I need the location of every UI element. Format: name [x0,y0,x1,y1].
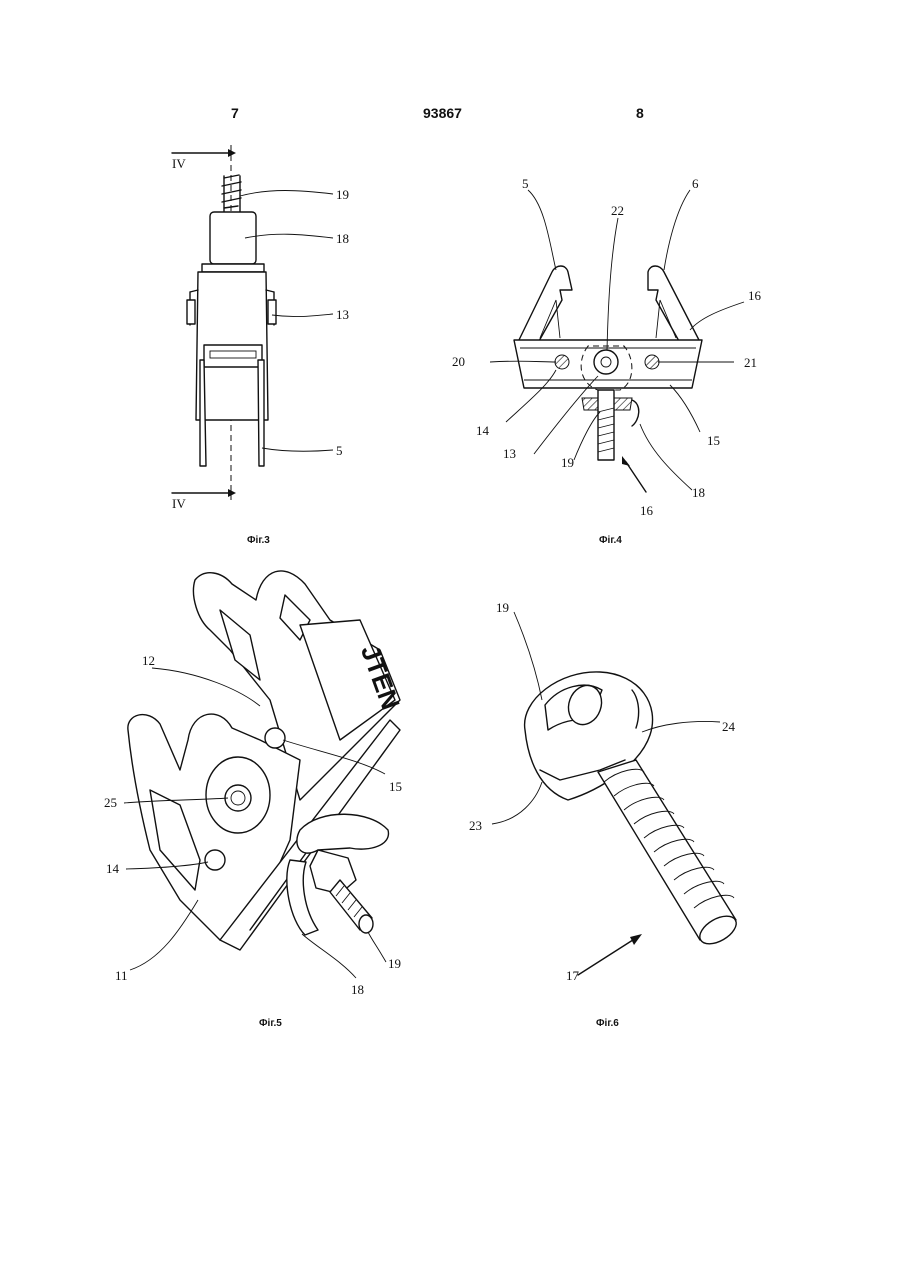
fig6-label-24: 24 [722,719,736,734]
fig4-label-16-top: 16 [748,288,762,303]
fig4-label-6: 6 [692,176,699,191]
section-mark-top: IV [172,156,186,171]
fig5-label-19: 19 [388,956,401,971]
fig4-label-19: 19 [561,455,574,470]
fig6-label-19: 19 [496,600,509,615]
fig3-label-19: 19 [336,187,349,202]
caption-fig4: Фіг.4 [599,535,622,546]
fig4-label-20: 20 [452,354,465,369]
figure-4-section-view: 5 6 22 16 20 21 14 15 13 19 18 16 [452,176,762,518]
fig4-label-15: 15 [707,433,720,448]
fig4-label-22: 22 [611,203,624,218]
caption-fig6: Фіг.6 [596,1018,619,1029]
fig5-label-11: 11 [115,968,128,983]
fig5-label-18: 18 [351,982,364,997]
fig5-label-25: 25 [104,795,117,810]
figure-6-screw-perspective: 19 24 23 17 [469,600,741,983]
fig3-label-13: 13 [336,307,349,322]
fig3-label-5: 5 [336,443,343,458]
fig4-label-13: 13 [503,446,516,461]
fig6-label-23: 23 [469,818,482,833]
fig5-label-12: 12 [142,653,155,668]
fig4-label-18: 18 [692,485,705,500]
caption-fig5: Фіг.5 [259,1018,282,1029]
fig5-label-15: 15 [389,779,402,794]
fig5-label-14: 14 [106,861,120,876]
fig4-label-16-bottom: 16 [640,503,654,518]
caption-fig3: Фіг.3 [247,535,270,546]
figure-3-side-view: IV IV 19 18 13 5 [172,145,349,511]
fig4-label-5: 5 [522,176,529,191]
fig3-label-18: 18 [336,231,349,246]
fig6-label-17: 17 [566,968,580,983]
section-mark-bottom: IV [172,496,186,511]
fig4-label-21: 21 [744,355,757,370]
fig4-label-14: 14 [476,423,490,438]
figure-5-perspective-view: JTEN 12 15 25 14 11 18 19 [104,571,406,997]
